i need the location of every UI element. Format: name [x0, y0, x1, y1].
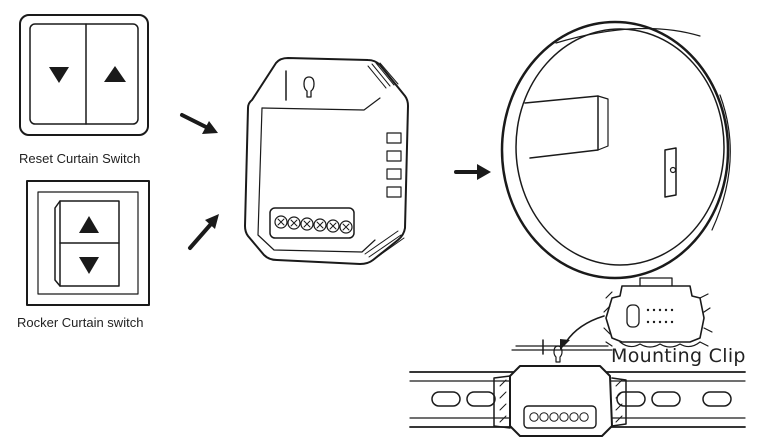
up-triangle-icon: [104, 66, 126, 82]
mounted-module: [493, 339, 627, 437]
curtain-module: [244, 57, 409, 265]
rocker-switch-label: Rocker Curtain switch: [17, 315, 144, 330]
arrow-icon: [180, 113, 218, 134]
up-triangle-icon: [79, 216, 99, 233]
arrow-icon: [188, 214, 219, 250]
rocker-curtain-switch: [26, 180, 150, 306]
arrow-icon: [560, 315, 605, 350]
down-triangle-icon: [79, 257, 99, 274]
mounting-clip-detail: [603, 277, 713, 348]
reset-curtain-switch: [19, 14, 149, 136]
mounting-clip-label: Mounting Clip: [611, 345, 746, 367]
reset-switch-label: Reset Curtain Switch: [19, 151, 141, 166]
down-triangle-icon: [49, 67, 69, 83]
arrow-icon: [454, 164, 491, 180]
wall-junction-box: [500, 20, 731, 280]
